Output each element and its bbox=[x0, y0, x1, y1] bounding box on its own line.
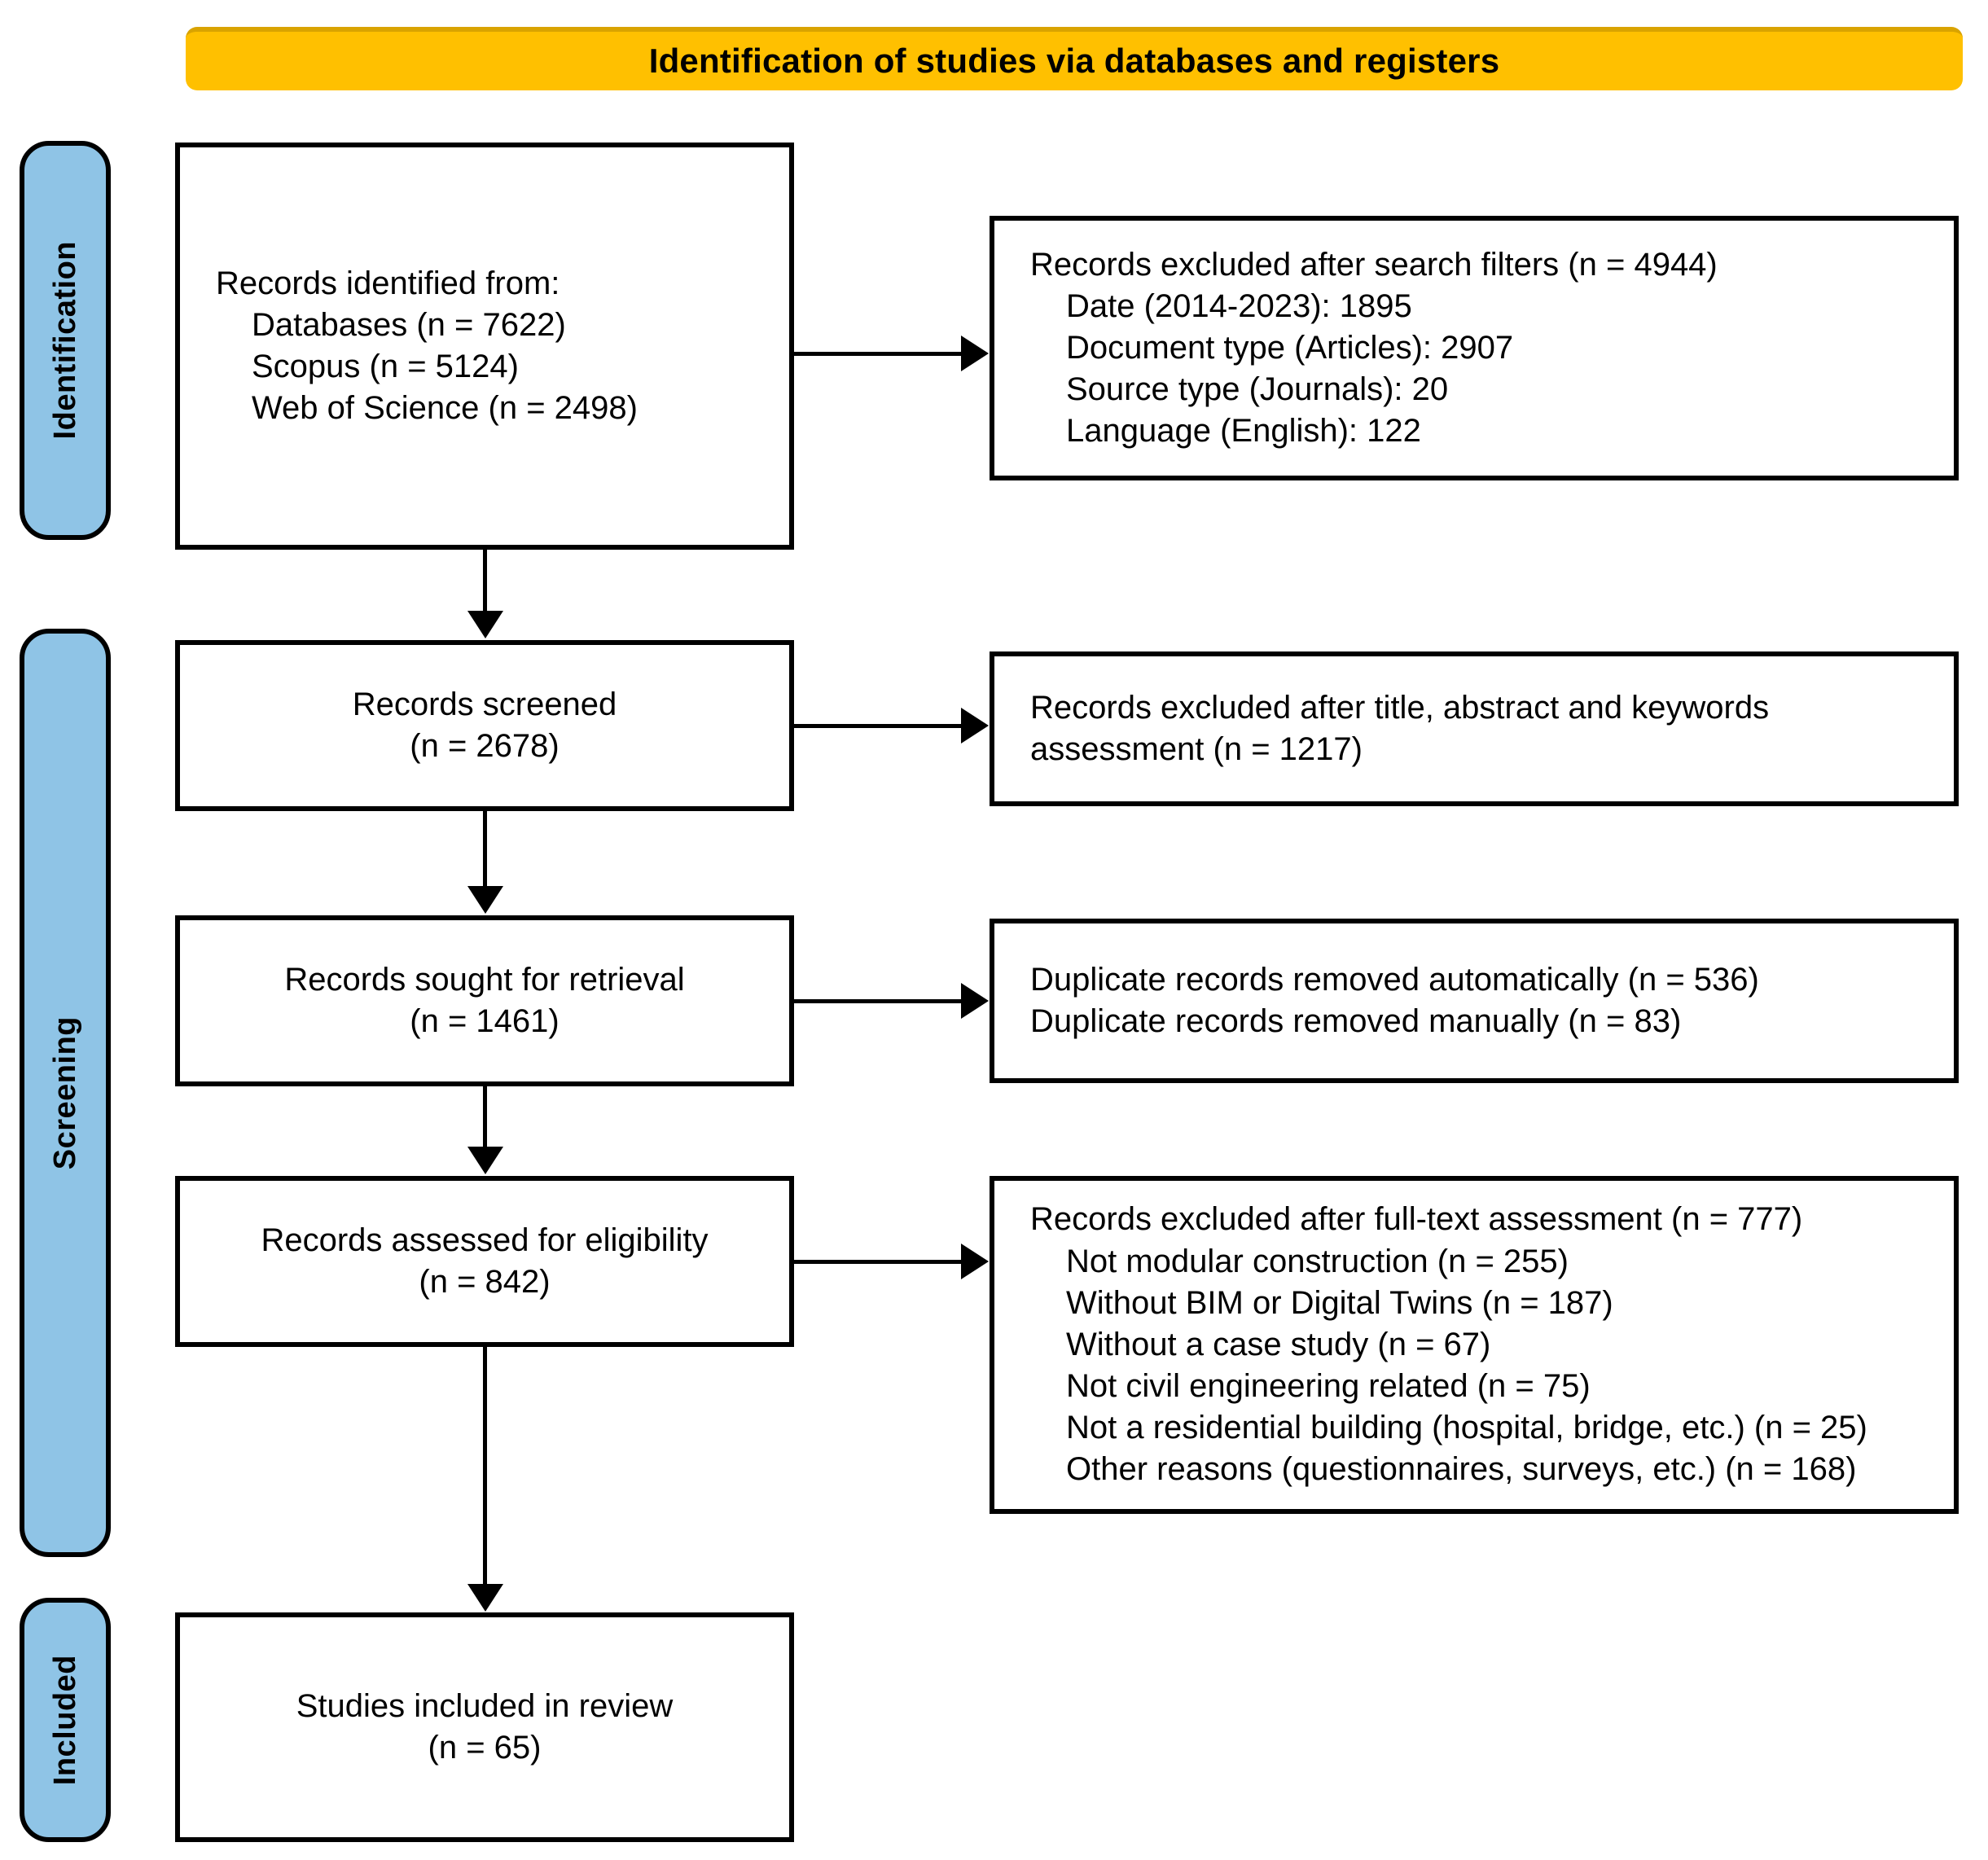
node-excluded-title-abstract-line-0: Records excluded after title, abstract a… bbox=[1030, 689, 1770, 726]
stage-label-screening-text: Screening bbox=[47, 1016, 82, 1170]
node-records-identified: Records identified from: Databases (n = … bbox=[175, 143, 794, 550]
node-sought-for-retrieval-line-0: Records sought for retrieval bbox=[284, 961, 685, 998]
connector-assessed-to-included bbox=[483, 1347, 487, 1586]
arrowhead-assessed-to-full-text bbox=[961, 1244, 989, 1279]
node-excluded-full-text-line-5: Not a residential building (hospital, br… bbox=[1066, 1410, 1867, 1446]
stage-label-screening: Screening bbox=[20, 629, 111, 1557]
node-excluded-full-text-line-0: Records excluded after full-text assessm… bbox=[1030, 1201, 1803, 1238]
node-studies-included-line-0: Studies included in review bbox=[296, 1687, 674, 1724]
node-excluded-search-filters-line-1: Date (2014-2023): 1895 bbox=[1066, 287, 1412, 324]
arrowhead-identified-to-search-filters bbox=[961, 336, 989, 371]
arrowhead-assessed-to-included bbox=[467, 1584, 503, 1612]
stage-label-identification-text: Identification bbox=[47, 241, 82, 440]
node-excluded-full-text-line-4: Not civil engineering related (n = 75) bbox=[1066, 1368, 1591, 1405]
connector-assessed-to-full-text bbox=[794, 1260, 963, 1264]
node-records-identified-line-1: Databases (n = 7622) bbox=[252, 306, 566, 343]
node-duplicates-removed-line-1: Duplicate records removed manually (n = … bbox=[1030, 1003, 1682, 1039]
arrowhead-sought-to-duplicates bbox=[961, 983, 989, 1019]
node-duplicates-removed-line-0: Duplicate records removed automatically … bbox=[1030, 961, 1759, 998]
node-studies-included: Studies included in review (n = 65) bbox=[175, 1612, 794, 1842]
node-sought-for-retrieval-line-1: (n = 1461) bbox=[410, 1003, 560, 1039]
node-assessed-for-eligibility-line-0: Records assessed for eligibility bbox=[261, 1222, 709, 1258]
node-excluded-full-text-line-2: Without BIM or Digital Twins (n = 187) bbox=[1066, 1284, 1613, 1321]
connector-screened-to-title-abstract bbox=[794, 724, 963, 728]
connector-screened-to-sought bbox=[483, 811, 487, 888]
arrowhead-identified-to-screened bbox=[467, 611, 503, 638]
node-records-screened-line-1: (n = 2678) bbox=[410, 728, 560, 764]
stage-label-identification: Identification bbox=[20, 141, 111, 540]
banner-title: Identification of studies via databases … bbox=[648, 42, 1500, 80]
node-excluded-full-text: Records excluded after full-text assessm… bbox=[990, 1176, 1959, 1514]
node-records-screened: Records screened (n = 2678) bbox=[175, 640, 794, 811]
node-assessed-for-eligibility: Records assessed for eligibility (n = 84… bbox=[175, 1176, 794, 1347]
node-excluded-full-text-line-6: Other reasons (questionnaires, surveys, … bbox=[1066, 1451, 1857, 1488]
node-excluded-full-text-line-3: Without a case study (n = 67) bbox=[1066, 1326, 1491, 1362]
node-records-screened-line-0: Records screened bbox=[352, 686, 617, 722]
stage-label-included-text: Included bbox=[47, 1654, 82, 1786]
node-excluded-title-abstract: Records excluded after title, abstract a… bbox=[990, 651, 1959, 806]
node-assessed-for-eligibility-line-1: (n = 842) bbox=[419, 1264, 551, 1300]
node-duplicates-removed: Duplicate records removed automatically … bbox=[990, 919, 1959, 1083]
node-excluded-full-text-line-1: Not modular construction (n = 255) bbox=[1066, 1243, 1569, 1279]
node-records-identified-line-3: Web of Science (n = 2498) bbox=[252, 390, 638, 427]
arrowhead-screened-to-sought bbox=[467, 886, 503, 914]
connector-sought-to-assessed bbox=[483, 1086, 487, 1148]
node-excluded-search-filters-line-3: Source type (Journals): 20 bbox=[1066, 371, 1449, 408]
arrowhead-screened-to-title-abstract bbox=[961, 708, 989, 744]
connector-identified-to-screened bbox=[483, 550, 487, 613]
connector-sought-to-duplicates bbox=[794, 999, 963, 1003]
node-records-identified-line-2: Scopus (n = 5124) bbox=[252, 349, 519, 384]
banner-identification-header: Identification of studies via databases … bbox=[186, 27, 1963, 90]
arrowhead-sought-to-assessed bbox=[467, 1147, 503, 1174]
node-records-identified-line-0: Records identified from: bbox=[216, 265, 560, 301]
node-sought-for-retrieval: Records sought for retrieval (n = 1461) bbox=[175, 915, 794, 1086]
stage-label-included: Included bbox=[20, 1598, 111, 1842]
connector-identified-to-search-filters bbox=[794, 352, 963, 356]
node-excluded-search-filters: Records excluded after search filters (n… bbox=[990, 216, 1959, 480]
node-excluded-search-filters-line-4: Language (English): 122 bbox=[1066, 413, 1421, 450]
node-excluded-search-filters-line-2: Document type (Articles): 2907 bbox=[1066, 329, 1514, 366]
node-excluded-search-filters-line-0: Records excluded after search filters (n… bbox=[1030, 246, 1718, 283]
node-studies-included-line-1: (n = 65) bbox=[428, 1730, 542, 1766]
node-excluded-title-abstract-line-1: assessment (n = 1217) bbox=[1030, 731, 1363, 767]
